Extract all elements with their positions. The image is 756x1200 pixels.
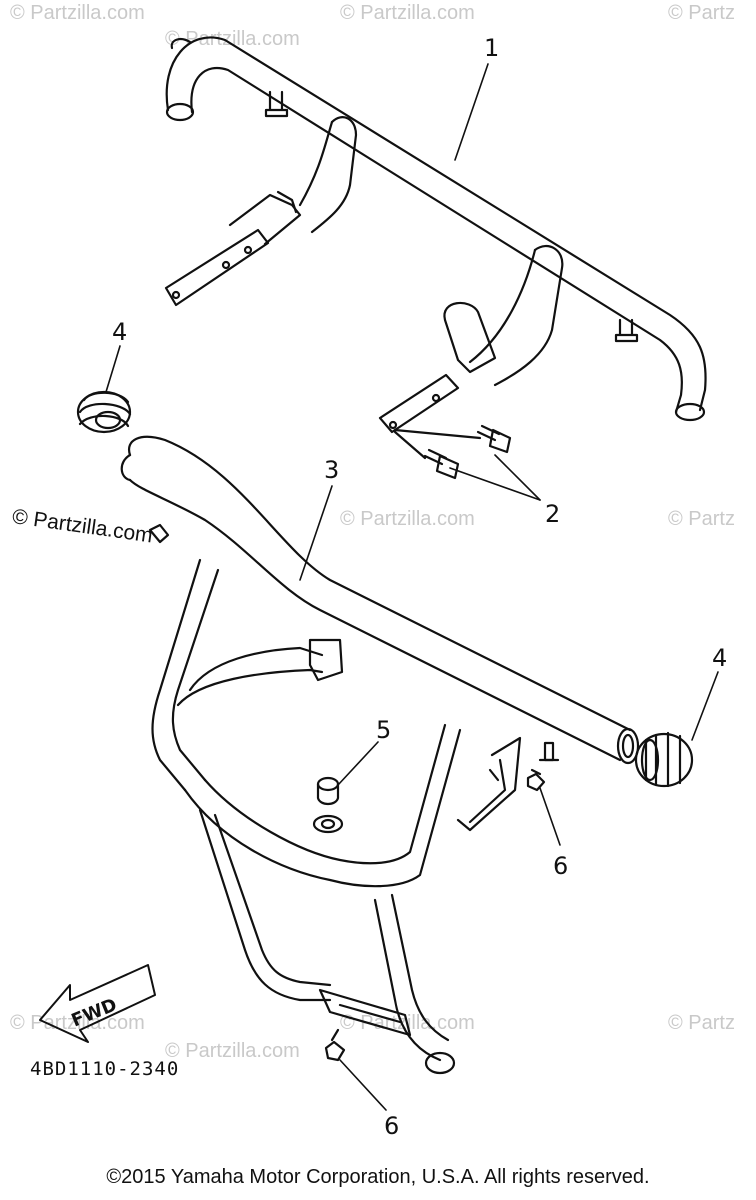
part-5-grommet	[312, 776, 344, 834]
callout-6-right: 6	[553, 852, 569, 880]
part-1-rear-bar	[164, 36, 707, 434]
watermark-lower-right: © Partz	[668, 1012, 735, 1034]
watermark-top-left: © Partzilla.com	[10, 2, 145, 24]
part-2-bolts	[393, 424, 512, 480]
watermark-lower-left: © Partzilla.com	[10, 1012, 145, 1034]
watermark-bottom-mid: © Partzilla.com	[165, 1040, 300, 1062]
callout-4-upper: 4	[112, 318, 128, 346]
part-6-bolt-right	[526, 768, 546, 792]
callout-6-lower: 6	[384, 1112, 400, 1140]
part-4-cap-lower	[634, 731, 694, 788]
part-3-front-bumper	[120, 435, 640, 1075]
part-4-cap-upper	[76, 390, 132, 434]
diagram-code: 4BD1110-2340	[30, 1058, 180, 1080]
callout-2: 2	[545, 500, 561, 528]
watermark-mid-center: © Partzilla.com	[340, 508, 475, 530]
watermark-upper-mid: © Partzilla.com	[165, 28, 300, 50]
fwd-label: FWD	[68, 994, 120, 1031]
callout-1: 1	[484, 34, 500, 62]
watermark-mid-right: © Partz	[668, 508, 735, 530]
callout-4-lower: 4	[712, 644, 728, 672]
fwd-arrow	[39, 964, 156, 1043]
watermark-top-right: © Partz	[668, 2, 735, 24]
callout-3: 3	[324, 456, 340, 484]
copyright-notice: ©2015 Yamaha Motor Corporation, U.S.A. A…	[106, 1166, 650, 1188]
callout-5: 5	[376, 716, 392, 744]
leader-lines	[105, 63, 719, 1111]
part-6-bolt-lower	[324, 1028, 346, 1062]
watermark-top-center: © Partzilla.com	[340, 2, 475, 24]
